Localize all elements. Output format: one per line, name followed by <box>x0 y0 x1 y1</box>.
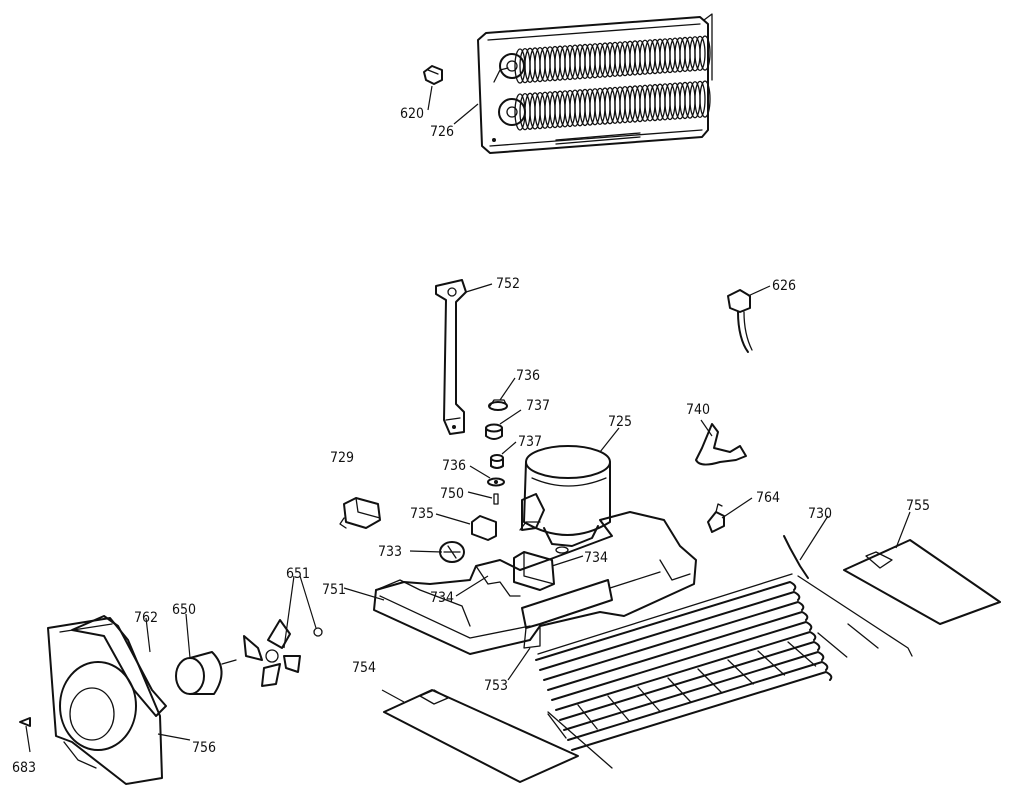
condenser-rung <box>637 686 661 712</box>
condenser-tube <box>551 621 813 701</box>
label-626: 626 <box>772 278 796 294</box>
coil-loop <box>699 80 711 118</box>
label-740: 740 <box>686 402 710 418</box>
condenser-rung <box>577 704 598 730</box>
label-651: 651 <box>286 566 310 582</box>
label-734-left: 734 <box>430 590 454 606</box>
label-735: 735 <box>410 506 434 522</box>
label-756: 756 <box>192 740 216 756</box>
coil-loop <box>699 35 711 71</box>
cover-754 <box>383 689 579 783</box>
grommet-stack <box>485 399 508 505</box>
label-683: 683 <box>12 760 36 776</box>
coil-top <box>514 35 711 84</box>
condenser-rung <box>787 641 817 667</box>
connector-764 <box>707 503 725 533</box>
coil-loop <box>694 35 706 72</box>
label-730: 730 <box>808 506 832 522</box>
condenser-rung <box>757 650 786 676</box>
condenser-tube <box>567 661 829 741</box>
label-751: 751 <box>322 582 346 598</box>
condenser-tube <box>543 601 805 681</box>
condenser-tube <box>535 581 797 661</box>
thermostat-clip-620 <box>423 65 443 85</box>
label-729: 729 <box>330 450 354 466</box>
coil-loop <box>694 80 706 119</box>
condenser-rung <box>607 695 630 721</box>
condenser-tube <box>547 611 809 691</box>
condenser-rung <box>547 713 567 739</box>
compressor-725 <box>521 445 611 554</box>
condenser-rung <box>727 659 754 685</box>
label-754: 754 <box>352 660 376 676</box>
condenser-730 <box>535 535 913 769</box>
label-620: 620 <box>400 106 424 122</box>
label-726: 726 <box>430 124 454 140</box>
condenser-tube <box>559 641 821 721</box>
bracket-735 <box>471 515 497 541</box>
label-752: 752 <box>496 276 520 292</box>
evaporator-726 <box>477 13 713 154</box>
cover-755 <box>843 539 1001 625</box>
screw-683 <box>19 717 31 727</box>
condenser-tube <box>563 651 825 731</box>
fan-shroud-756 <box>47 617 163 785</box>
label-764: 764 <box>756 490 780 506</box>
condenser-rung <box>667 677 692 703</box>
bracket-752 <box>435 279 467 435</box>
label-734-right: 734 <box>584 550 608 566</box>
fan-blade-651 <box>243 619 323 687</box>
relay-729 <box>339 497 381 529</box>
power-cord-626 <box>727 289 753 353</box>
label-733: 733 <box>378 544 402 560</box>
condenser-tube <box>555 631 817 711</box>
label-736-bottom: 736 <box>442 458 466 474</box>
label-750: 750 <box>440 486 464 502</box>
leader-lines <box>25 85 911 753</box>
label-753: 753 <box>484 678 508 694</box>
base-pan-751 <box>373 511 697 655</box>
fan-gasket-762 <box>71 615 167 717</box>
condenser-rung <box>847 623 879 649</box>
label-736-top: 736 <box>516 368 540 384</box>
capacitor-733 <box>439 541 465 563</box>
condenser-rung <box>697 668 723 694</box>
fan-motor-650 <box>175 651 237 695</box>
label-755: 755 <box>906 498 930 514</box>
label-725: 725 <box>608 414 632 430</box>
label-737-top: 737 <box>526 398 550 414</box>
overload-clip-740 <box>695 423 747 466</box>
condenser-tube <box>539 591 801 671</box>
label-650: 650 <box>172 602 196 618</box>
callout-labels: 620 726 752 626 736 737 737 725 740 729 … <box>12 106 930 776</box>
label-737-bottom: 737 <box>518 434 542 450</box>
condenser-tube <box>571 671 833 751</box>
condenser-rung <box>817 632 848 658</box>
label-762: 762 <box>134 610 158 626</box>
coil-bottom <box>514 80 711 131</box>
